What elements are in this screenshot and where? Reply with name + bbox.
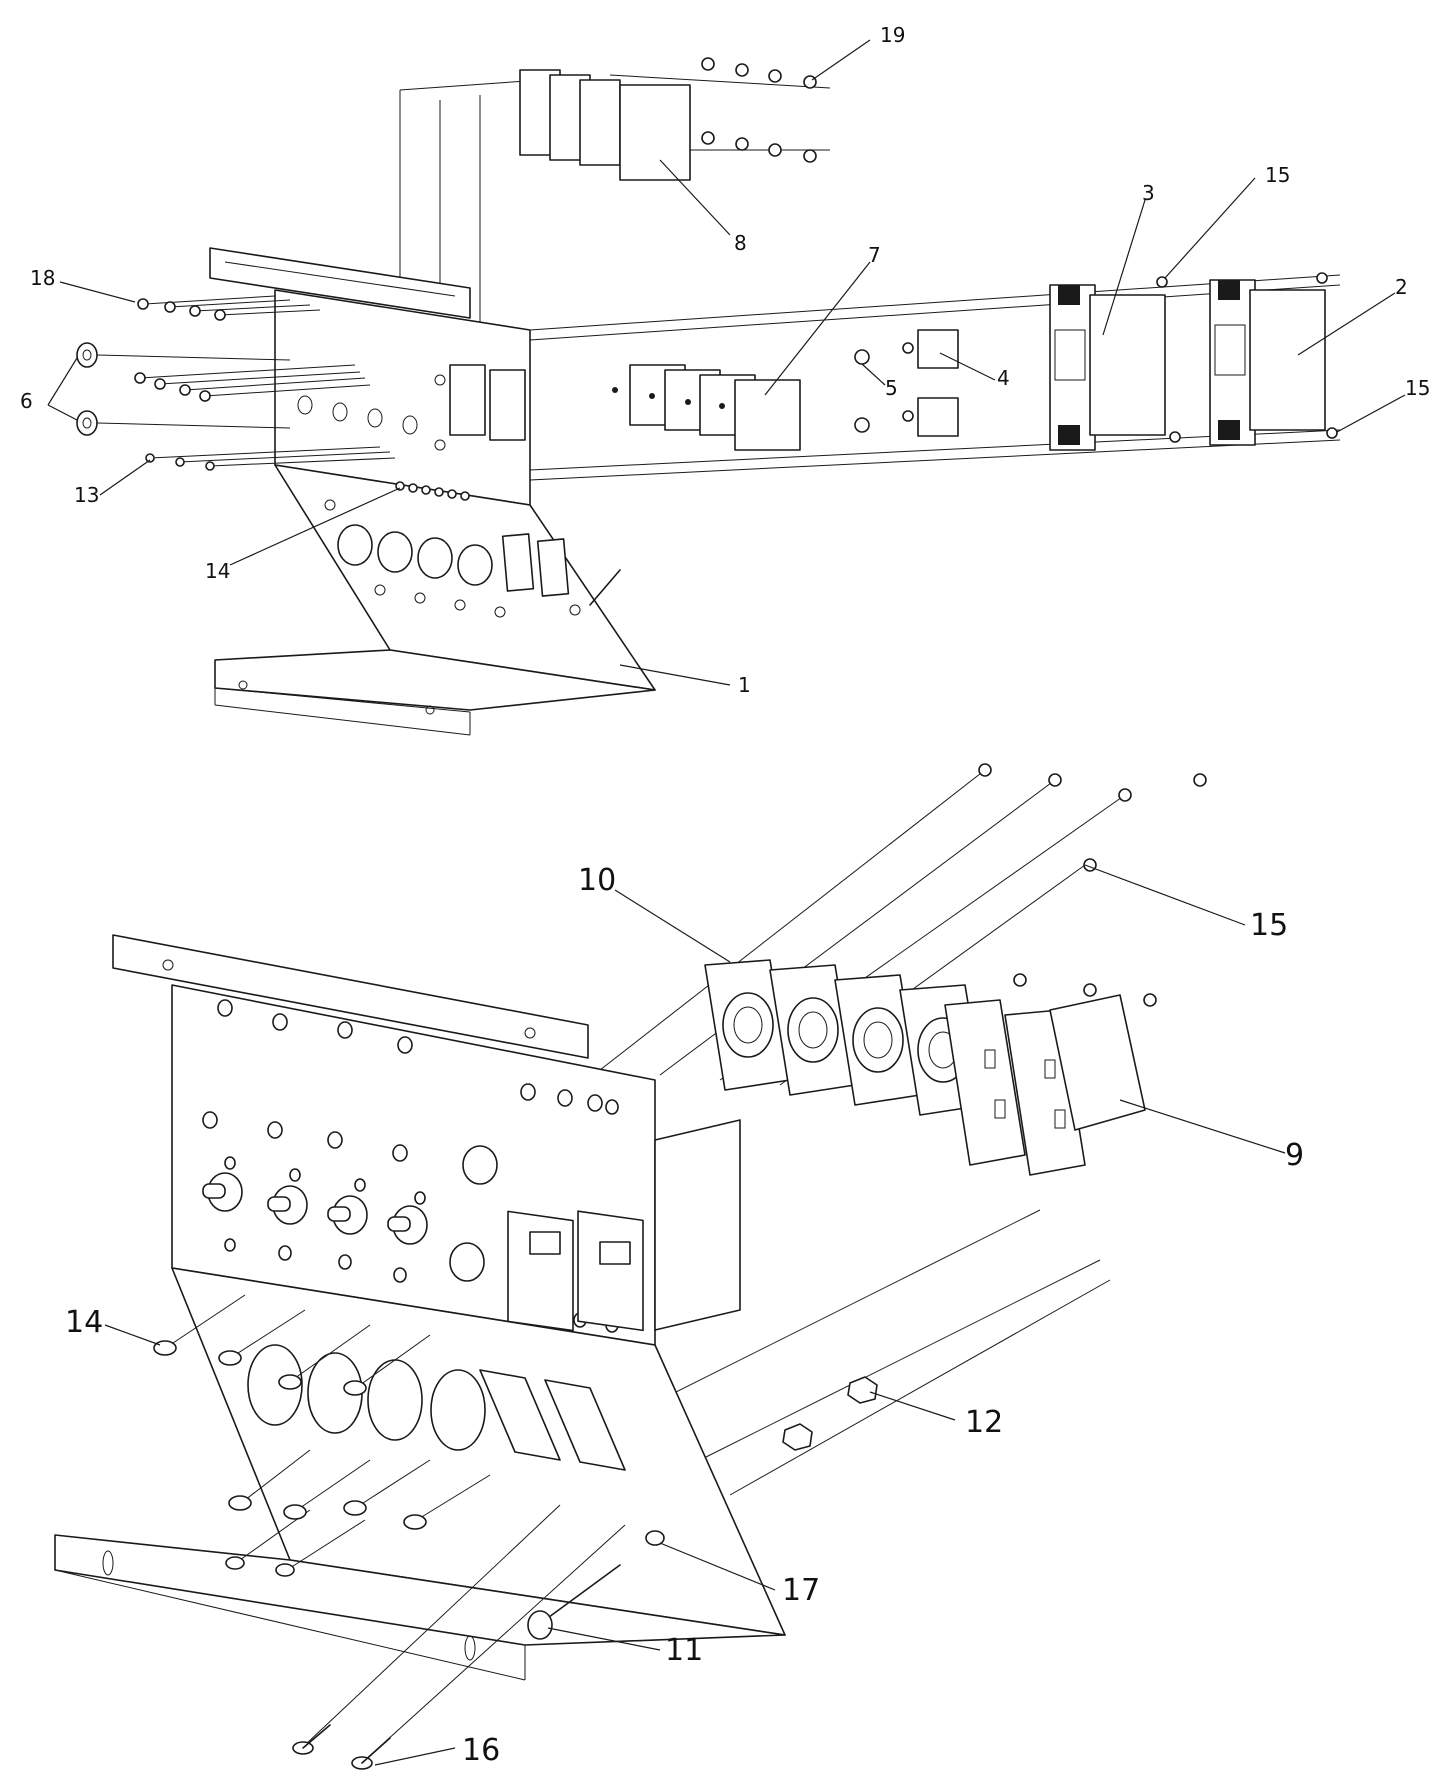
top-bottom-flange <box>214 649 656 711</box>
callout-12: 12 <box>965 1405 1003 1440</box>
top-breaker-2 <box>1209 279 1326 446</box>
callout-3: 3 <box>1142 181 1155 205</box>
callout-5: 5 <box>885 376 898 400</box>
bottom-receptacles <box>944 994 1146 1176</box>
callout-13: 13 <box>74 483 99 507</box>
bottom-indicator-lower <box>449 1242 485 1282</box>
callout-4: 4 <box>997 366 1010 390</box>
callout-17: 17 <box>782 1573 820 1608</box>
bottom-callouts: 10 15 9 14 12 17 11 16 <box>65 863 1304 1768</box>
bottom-threaded-rod <box>527 1564 621 1640</box>
callout-11: 11 <box>665 1633 703 1668</box>
top-axis-lines <box>399 74 1341 481</box>
bottom-screws <box>153 1294 491 1577</box>
bottom-side-box <box>654 1119 741 1331</box>
callout-9: 9 <box>1285 1138 1304 1173</box>
callout-15-upper: 15 <box>1265 163 1290 187</box>
callout-10: 10 <box>578 863 616 898</box>
bottom-connector-modules <box>704 959 986 1116</box>
callout-16: 16 <box>462 1733 500 1768</box>
callout-15-lower: 15 <box>1405 376 1430 400</box>
callout-8: 8 <box>734 231 747 255</box>
top-screws-left <box>134 295 396 471</box>
top-threaded-rod <box>589 569 621 606</box>
callout-15-bottom: 15 <box>1250 908 1288 943</box>
top-exploded-view: 19 15 3 2 15 8 7 4 5 18 6 13 14 1 <box>20 23 1430 736</box>
callout-2: 2 <box>1395 275 1408 299</box>
callout-14-top: 14 <box>205 559 230 583</box>
bottom-detail-view: 10 15 9 14 12 17 11 16 <box>54 763 1304 1770</box>
callout-14-bottom: 14 <box>65 1305 103 1340</box>
top-flange <box>209 247 471 319</box>
top-nut-15d <box>1169 431 1181 443</box>
top-breaker-3 <box>1049 284 1166 451</box>
callout-6: 6 <box>20 389 33 413</box>
relay-stack <box>519 69 691 181</box>
top-leader-lines <box>47 39 1406 686</box>
callout-18: 18 <box>30 266 55 290</box>
top-washers <box>76 342 291 436</box>
top-nuts-and-blocks <box>854 329 959 437</box>
top-nut-15b <box>1316 272 1328 284</box>
callout-19: 19 <box>880 23 905 47</box>
top-nut-15a <box>1156 276 1168 288</box>
nut-row-top <box>701 57 817 163</box>
bottom-nuts <box>782 1376 878 1451</box>
callout-1: 1 <box>738 673 751 697</box>
bottom-toggle-switches <box>202 1172 428 1245</box>
bottom-sloped-openings <box>247 1344 626 1471</box>
bottom-long-bolts <box>292 1504 626 1770</box>
bottom-breaker-faces <box>507 1210 644 1332</box>
top-hardware-cluster <box>395 481 470 501</box>
top-sloped-openings <box>324 499 581 618</box>
bottom-small-nuts <box>978 763 1207 1007</box>
top-nut-15c <box>1326 427 1338 439</box>
top-callouts: 19 15 3 2 15 8 7 4 5 18 6 13 14 1 <box>20 23 1430 697</box>
bottom-top-flange <box>112 934 589 1059</box>
bottom-leader-lines <box>104 864 1286 1766</box>
top-panel-holes <box>297 374 446 451</box>
top-toggle-switches <box>612 364 801 451</box>
bottom-indicator-upper <box>462 1145 498 1185</box>
bottom-washer <box>645 1530 665 1546</box>
callout-7: 7 <box>868 243 881 267</box>
